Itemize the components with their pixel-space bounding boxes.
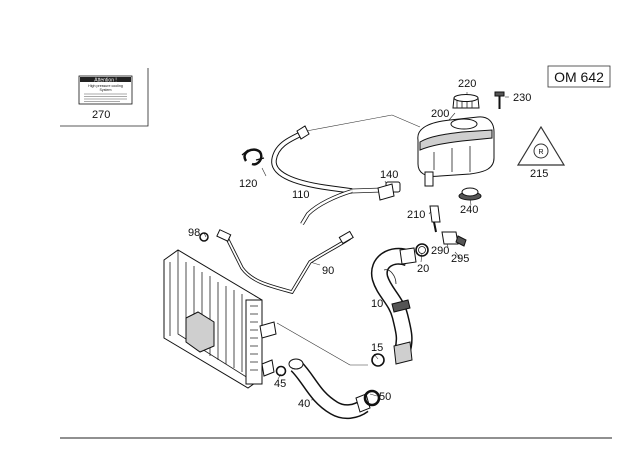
callout-10: 10	[371, 298, 383, 310]
callout-230: 230	[513, 92, 531, 104]
callout-110: 110	[292, 189, 310, 201]
warning-label-subheading2: System	[100, 88, 112, 92]
callout-295: 295	[451, 253, 469, 265]
callout-98: 98	[188, 227, 200, 239]
upper-bleed-hose[interactable]	[271, 125, 383, 226]
model-badge: OM 642	[547, 65, 611, 88]
radiator[interactable]	[163, 249, 277, 389]
bleed-screw-140[interactable]	[377, 183, 395, 201]
seal-ring-20[interactable]	[415, 243, 429, 257]
hose-clip-50[interactable]	[363, 389, 381, 407]
warning-label-subheading: High pressure cooling	[88, 84, 123, 88]
rubber-grommet[interactable]	[458, 187, 482, 201]
tank-cap[interactable]	[452, 94, 480, 109]
mounting-bolt[interactable]	[494, 91, 505, 109]
upper-radiator-hose[interactable]	[370, 247, 417, 365]
callout-20: 20	[417, 263, 429, 275]
callout-120: 120	[239, 178, 257, 190]
callout-15: 15	[371, 342, 383, 354]
lower-radiator-hose[interactable]	[288, 358, 371, 420]
callout-200: 200	[431, 108, 449, 120]
callout-220: 220	[458, 78, 476, 90]
callout-210: 210	[407, 209, 425, 221]
expansion-tank[interactable]	[385, 116, 495, 193]
callout-290: 290	[431, 245, 449, 257]
seal-ring-15[interactable]	[371, 353, 385, 367]
hazard-symbol-letter: R	[538, 149, 543, 156]
callout-90: 90	[322, 265, 334, 277]
callout-270: 270	[92, 109, 110, 121]
hose-clamp[interactable]	[241, 148, 265, 166]
model-badge-text: OM 642	[554, 69, 604, 85]
seal-ring-45[interactable]	[275, 365, 287, 377]
bleed-line[interactable]	[199, 229, 354, 295]
callout-40: 40	[298, 398, 310, 410]
callout-50: 50	[379, 391, 391, 403]
callout-240: 240	[460, 204, 478, 216]
connector-290-295[interactable]	[441, 231, 467, 247]
callout-140: 140	[380, 169, 398, 181]
callout-45: 45	[274, 378, 286, 390]
warning-label-box[interactable]: Attention ! High pressure cooling System	[60, 68, 149, 127]
warning-label-heading: Attention !	[94, 77, 117, 83]
hazard-triangle-symbol: R	[516, 125, 566, 166]
callout-215: 215	[530, 168, 548, 180]
temperature-sensor-210[interactable]	[429, 205, 441, 233]
